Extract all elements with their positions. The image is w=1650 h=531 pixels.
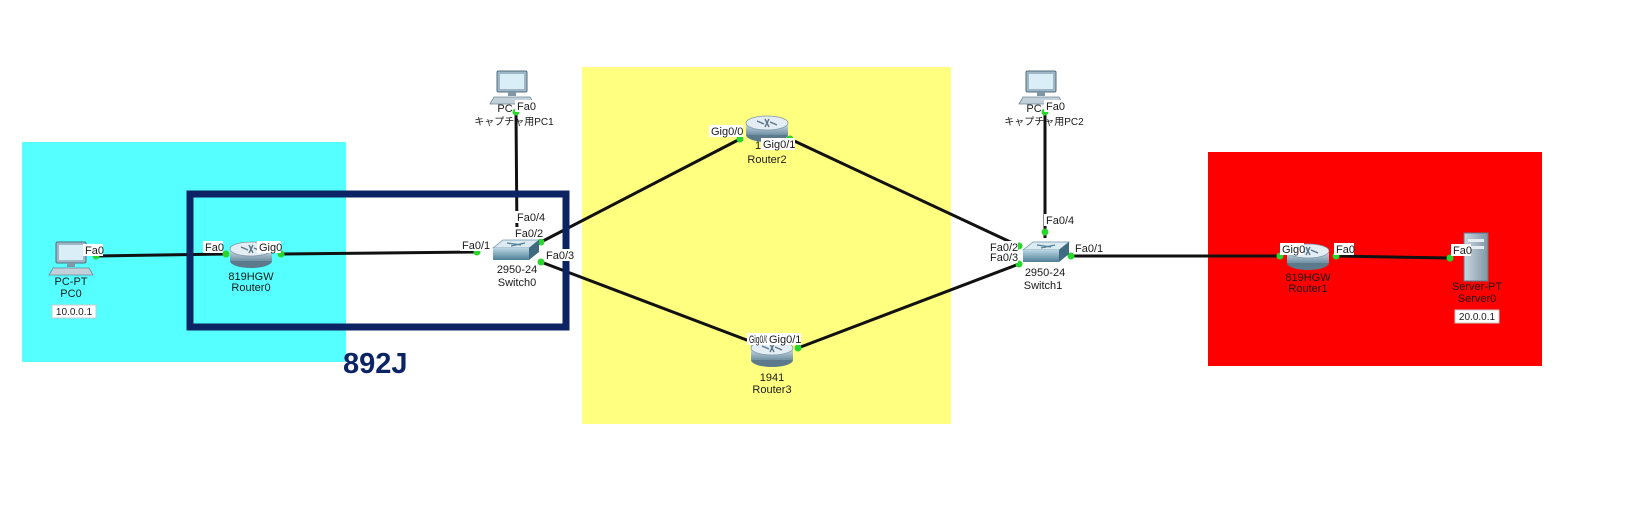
svg-text:Fa0/2: Fa0/2 bbox=[990, 242, 1018, 254]
device-type-label: PC-PT bbox=[55, 276, 88, 288]
port-label-router0-fa0: Fa0 bbox=[203, 241, 224, 254]
port-label-switch0-fa04: Fa0/4 bbox=[515, 211, 545, 224]
device-model-label: 2950-24 bbox=[497, 264, 537, 276]
device-router0[interactable]: 819HGW Router0 bbox=[228, 241, 274, 294]
ip-badge: 20.0.0.1 bbox=[1454, 309, 1500, 324]
device-model-label: 1 bbox=[755, 140, 761, 152]
device-name-label: Switch1 bbox=[1024, 280, 1063, 292]
device-model-label: 1941 bbox=[760, 372, 784, 384]
link-pc0-router0[interactable] bbox=[95, 252, 227, 258]
port-label-switch0-fa01: Fa0/1 bbox=[460, 239, 490, 252]
device-name-label: Switch0 bbox=[498, 277, 537, 289]
port-label-router3-gig00: Gig0/0 bbox=[747, 333, 769, 346]
device-name-label: Router1 bbox=[1288, 283, 1327, 295]
switch-icon bbox=[1022, 241, 1070, 263]
link-switch0-router2[interactable] bbox=[540, 137, 741, 244]
svg-text:Gig0/1: Gig0/1 bbox=[769, 334, 801, 346]
device-name-label: Server0 bbox=[1458, 293, 1497, 305]
link-switch0-router3[interactable] bbox=[540, 260, 753, 344]
port-label-router0-gig0: Gig0 bbox=[257, 241, 282, 254]
highlight-label: 892J bbox=[343, 348, 408, 380]
device-name-label: Router2 bbox=[747, 154, 786, 166]
svg-text:Fa0: Fa0 bbox=[1046, 101, 1065, 113]
pc-icon bbox=[489, 70, 535, 105]
device-pc0[interactable]: PC-PT PC0 10.0.0.1 bbox=[48, 241, 97, 319]
port-label-server0-fa0: Fa0 bbox=[1451, 244, 1472, 257]
port-label-router2-gig01: Gig0/1 bbox=[761, 138, 795, 151]
svg-text:Gig0: Gig0 bbox=[259, 242, 282, 254]
svg-text:Fa0: Fa0 bbox=[517, 101, 536, 113]
svg-text:Gig0: Gig0 bbox=[1282, 244, 1305, 256]
svg-text:Fa0/3: Fa0/3 bbox=[546, 250, 574, 262]
device-router2[interactable]: 1 Router2 bbox=[745, 115, 789, 166]
device-server0[interactable]: Server-PT Server0 20.0.0.1 bbox=[1452, 232, 1502, 324]
svg-text:Fa0/3: Fa0/3 bbox=[990, 252, 1018, 264]
device-model-label: 819HGW bbox=[1285, 272, 1331, 284]
port-label-switch1-fa04: Fa0/4 bbox=[1044, 214, 1074, 227]
device-switch1[interactable]: 2950-24 Switch1 bbox=[1022, 241, 1070, 292]
svg-text:Gig0/0: Gig0/0 bbox=[711, 126, 743, 138]
device-switch0[interactable]: 2950-24 Switch0 bbox=[492, 239, 540, 289]
svg-text:Fa0/4: Fa0/4 bbox=[1046, 215, 1074, 227]
svg-text:Fa0/2: Fa0/2 bbox=[515, 228, 543, 240]
lan-right-area bbox=[1208, 152, 1542, 366]
svg-text:Gig0/0: Gig0/0 bbox=[749, 334, 769, 346]
port-label-router1-fa0: Fa0 bbox=[1334, 243, 1355, 256]
device-name-label: Router3 bbox=[752, 384, 791, 396]
link-router1-server0[interactable] bbox=[1335, 254, 1451, 260]
svg-text:Fa0/1: Fa0/1 bbox=[1075, 243, 1103, 255]
device-type-label: Server-PT bbox=[1452, 281, 1502, 293]
device-name-label: キャプチャ用PC2 bbox=[1004, 116, 1084, 128]
switch-icon bbox=[492, 239, 540, 261]
port-label-switch0-fa02: Fa0/2 bbox=[513, 227, 543, 240]
device-pc2[interactable]: PC キャプチャ用PC2 bbox=[1004, 70, 1084, 128]
port-label-switch1-fa02: Fa0/2 bbox=[988, 241, 1018, 254]
port-label-pc1-fa0: Fa0 bbox=[515, 100, 536, 113]
port-label-pc0-fa0: Fa0 bbox=[83, 244, 104, 257]
device-type-label: PC bbox=[1026, 103, 1041, 115]
device-type-label: PC bbox=[497, 103, 512, 115]
device-model-label: 2950-24 bbox=[1025, 267, 1065, 279]
port-label-pc2-fa0: Fa0 bbox=[1044, 100, 1065, 113]
port-label-switch1-fa03: Fa0/3 bbox=[988, 252, 1018, 264]
svg-text:Fa0: Fa0 bbox=[1336, 244, 1355, 256]
device-name-label: Router0 bbox=[231, 282, 270, 294]
device-pc1[interactable]: PC キャプチャ用PC1 bbox=[474, 70, 554, 128]
device-name-label: PC0 bbox=[60, 288, 81, 300]
port-label-router3-gig01: Gig0/1 bbox=[767, 333, 801, 346]
port-label-switch1-fa01: Fa0/1 bbox=[1073, 242, 1103, 255]
svg-text:Fa0/4: Fa0/4 bbox=[517, 212, 545, 224]
ip-label: 10.0.0.1 bbox=[56, 307, 93, 318]
device-model-label: 819HGW bbox=[228, 271, 274, 283]
port-label-router1-gig0: Gig0 bbox=[1280, 243, 1305, 256]
link-router3-switch1[interactable] bbox=[797, 262, 1020, 350]
ip-label: 20.0.0.1 bbox=[1459, 312, 1496, 323]
svg-text:Fa0: Fa0 bbox=[1453, 245, 1472, 257]
port-labels: Fa0 Fa0 Gig0 Fa0/1 Fa0/4 Fa0/2 Fa0/3 Fa bbox=[83, 100, 1472, 346]
device-router1[interactable]: 819HGW Router1 bbox=[1285, 243, 1331, 295]
pc-icon bbox=[1018, 70, 1064, 105]
device-router3[interactable]: 1941 Router3 bbox=[750, 340, 794, 396]
svg-text:Fa0: Fa0 bbox=[85, 245, 104, 257]
svg-text:Fa0: Fa0 bbox=[205, 242, 224, 254]
link-router2-switch1[interactable] bbox=[789, 137, 1020, 248]
server-icon bbox=[1463, 232, 1489, 282]
device-name-label: キャプチャ用PC1 bbox=[474, 116, 554, 128]
svg-text:Gig0/1: Gig0/1 bbox=[763, 139, 795, 151]
link-router0-switch0[interactable] bbox=[280, 250, 478, 256]
svg-text:Fa0/1: Fa0/1 bbox=[462, 240, 490, 252]
port-label-switch0-fa03: Fa0/3 bbox=[544, 249, 574, 262]
port-label-router2-gig00: Gig0/0 bbox=[709, 125, 743, 138]
ip-badge: 10.0.0.1 bbox=[51, 304, 97, 319]
